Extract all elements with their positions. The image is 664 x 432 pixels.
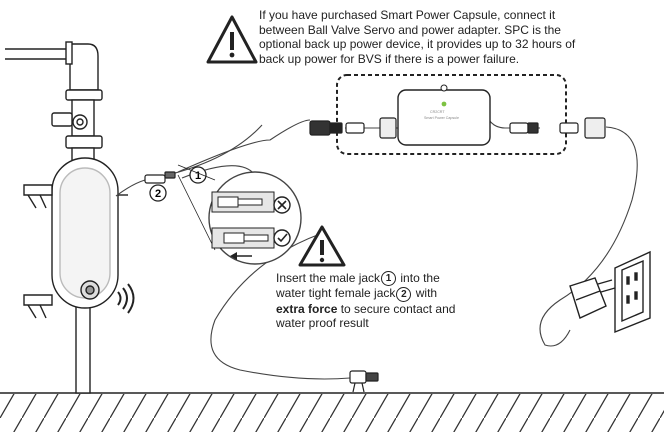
insert-note-bold: extra force xyxy=(276,301,338,316)
ground xyxy=(0,392,664,432)
spc-note-line-4: back up power for BVS if there is a powe… xyxy=(259,51,520,66)
spc-note-line-3: optional back up power device, it provid… xyxy=(259,37,576,52)
callout-1-label: 1 xyxy=(195,170,201,182)
jack-1-marker: 1 xyxy=(381,271,397,287)
power-adapter xyxy=(569,277,616,319)
spc-note-line-2: between Ball Valve Servo and power adapt… xyxy=(259,22,561,37)
spc-note-line-1: If you have purchased Smart Power Capsul… xyxy=(259,8,556,22)
ball-valve-servo xyxy=(23,157,128,319)
insert-note-text-3b: to secure contact and xyxy=(340,301,456,316)
jack-2-marker: 2 xyxy=(396,286,412,302)
warning-icon-mid xyxy=(298,225,346,267)
spc-instruction-note: If you have purchased Smart Power Capsul… xyxy=(259,8,659,66)
insert-note-text-2a: water tight female jack xyxy=(276,286,396,301)
x-circle-icon xyxy=(273,196,291,214)
spc-dashed-frame xyxy=(336,74,567,155)
insert-note-text-2b: with xyxy=(415,286,438,301)
insert-note-text-1b: into the xyxy=(400,271,440,285)
callout-2-label: 2 xyxy=(155,188,161,200)
insert-note-line-3: extra force to secure contact and xyxy=(276,302,536,317)
spc-name-label: Smart Power Capsule xyxy=(424,116,459,120)
callout-2: 2 xyxy=(149,184,167,202)
cables xyxy=(115,119,638,380)
callout-1: 1 xyxy=(189,166,207,184)
insert-note-line-4: water proof result xyxy=(276,316,369,331)
warning-icon-top xyxy=(206,15,258,64)
connector-plugs xyxy=(309,117,606,139)
wireless-signal-icon xyxy=(117,283,135,314)
smart-power-capsule xyxy=(397,84,491,146)
wall-outlet xyxy=(614,250,651,334)
insert-note-text-1a: Insert the male jack xyxy=(276,271,381,285)
cable-end-jack xyxy=(349,370,379,393)
spc-led xyxy=(441,101,447,107)
jack-connectors xyxy=(144,171,176,184)
pipe-assembly xyxy=(5,41,103,394)
check-circle-icon xyxy=(273,229,291,247)
spc-brand-label: CR2CRT xyxy=(430,110,445,114)
